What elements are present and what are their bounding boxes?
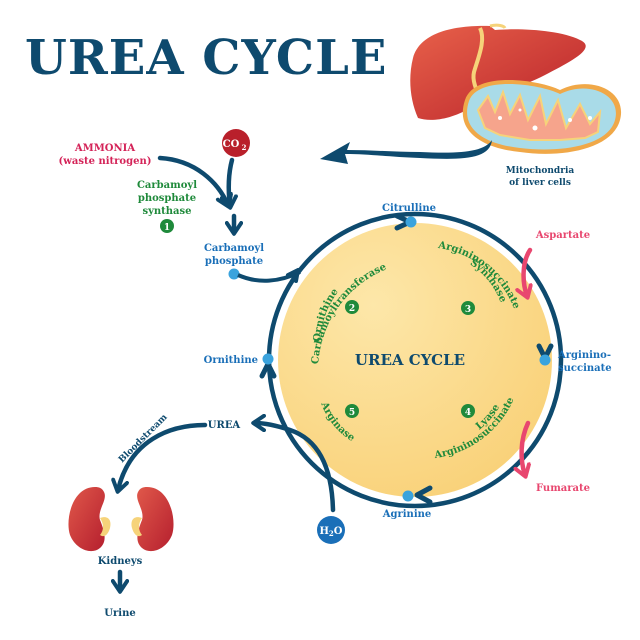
ammonia-label: AMMONIA bbox=[74, 143, 135, 154]
cycle-arrowhead bbox=[414, 485, 433, 505]
co2-label: CO bbox=[223, 139, 240, 150]
urea-release-arrow bbox=[255, 423, 336, 513]
mitochondria-label: Mitochondria bbox=[506, 166, 575, 176]
cycle-center-disc bbox=[278, 223, 552, 497]
carbamoyl-phosphate-label: Carbamoyl bbox=[204, 243, 264, 254]
enzyme-4-number: 4 bbox=[465, 408, 471, 418]
h2o-badge bbox=[317, 516, 345, 544]
node-citrulline bbox=[405, 216, 417, 228]
arginine-label: Agrinine bbox=[382, 509, 432, 520]
fumarate-label: Fumarate bbox=[536, 483, 590, 494]
enzyme-4-badge bbox=[461, 404, 475, 418]
urine-label: Urine bbox=[104, 608, 135, 619]
co2-subscript: 2 bbox=[242, 143, 247, 152]
enzyme-1-label-line: phosphate bbox=[138, 193, 196, 204]
aspartate-arrow bbox=[524, 247, 530, 296]
enzyme-1-badge bbox=[160, 219, 174, 233]
urea-label: UREA bbox=[208, 420, 241, 431]
enzyme-2-badge bbox=[345, 300, 359, 314]
co2-arrow bbox=[229, 157, 232, 206]
enzyme-3-number: 3 bbox=[465, 305, 471, 315]
co2-badge bbox=[222, 129, 250, 157]
enzyme-5-badge bbox=[345, 404, 359, 418]
enzyme-1-number: 1 bbox=[164, 223, 170, 233]
node-carbamoyl-phosphate bbox=[228, 268, 240, 280]
h2o-label: H2O bbox=[319, 526, 342, 538]
page-title: UREA CYCLE bbox=[25, 30, 388, 86]
aspartate-label: Aspartate bbox=[535, 230, 590, 241]
bloodstream-arrow bbox=[118, 422, 208, 490]
mitochondria-label: of liver cells bbox=[509, 178, 571, 188]
cycle-center-label: UREA CYCLE bbox=[355, 351, 465, 369]
node-argininosuccinate bbox=[539, 354, 551, 366]
carbamoyl-phosphate-label: phosphate bbox=[205, 256, 263, 267]
carbamoyl-entry-arrow bbox=[237, 270, 301, 283]
node-arginine bbox=[402, 490, 414, 502]
kidneys-illustration bbox=[68, 487, 174, 552]
enzyme-2-number: 2 bbox=[349, 304, 355, 314]
citrulline-label: Citrulline bbox=[382, 203, 436, 214]
node-ornithine bbox=[262, 353, 274, 365]
argininosuccinate-label: Arginino- bbox=[557, 350, 611, 361]
cycle-arrowhead bbox=[286, 268, 300, 283]
enzyme-5-number: 5 bbox=[349, 408, 355, 418]
kidneys-label: Kidneys bbox=[98, 556, 143, 567]
ammonia-sublabel: (waste nitrogen) bbox=[59, 156, 152, 167]
fumarate-arrow bbox=[522, 420, 528, 475]
enzyme-3-badge bbox=[461, 301, 475, 315]
enzyme-1-label-line: synthase bbox=[142, 206, 191, 217]
argininosuccinate-label: succinate bbox=[558, 363, 612, 374]
mitochondrion-illustration bbox=[462, 80, 622, 154]
ornithine-label: Ornithine bbox=[204, 355, 258, 366]
enzyme-1-label-line: Carbamoyl bbox=[137, 180, 197, 191]
bloodstream-label: Bloodstream bbox=[117, 412, 170, 465]
mitochondria-pointer-arrow bbox=[320, 140, 492, 164]
